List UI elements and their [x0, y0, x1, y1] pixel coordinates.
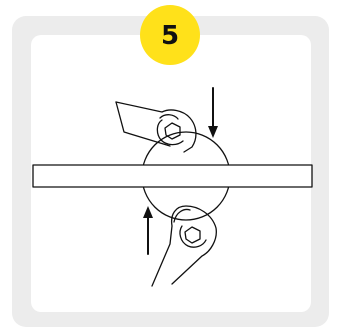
arrow-down-icon [208, 88, 218, 138]
flat-board [33, 165, 312, 187]
arrow-up-icon [143, 206, 153, 254]
